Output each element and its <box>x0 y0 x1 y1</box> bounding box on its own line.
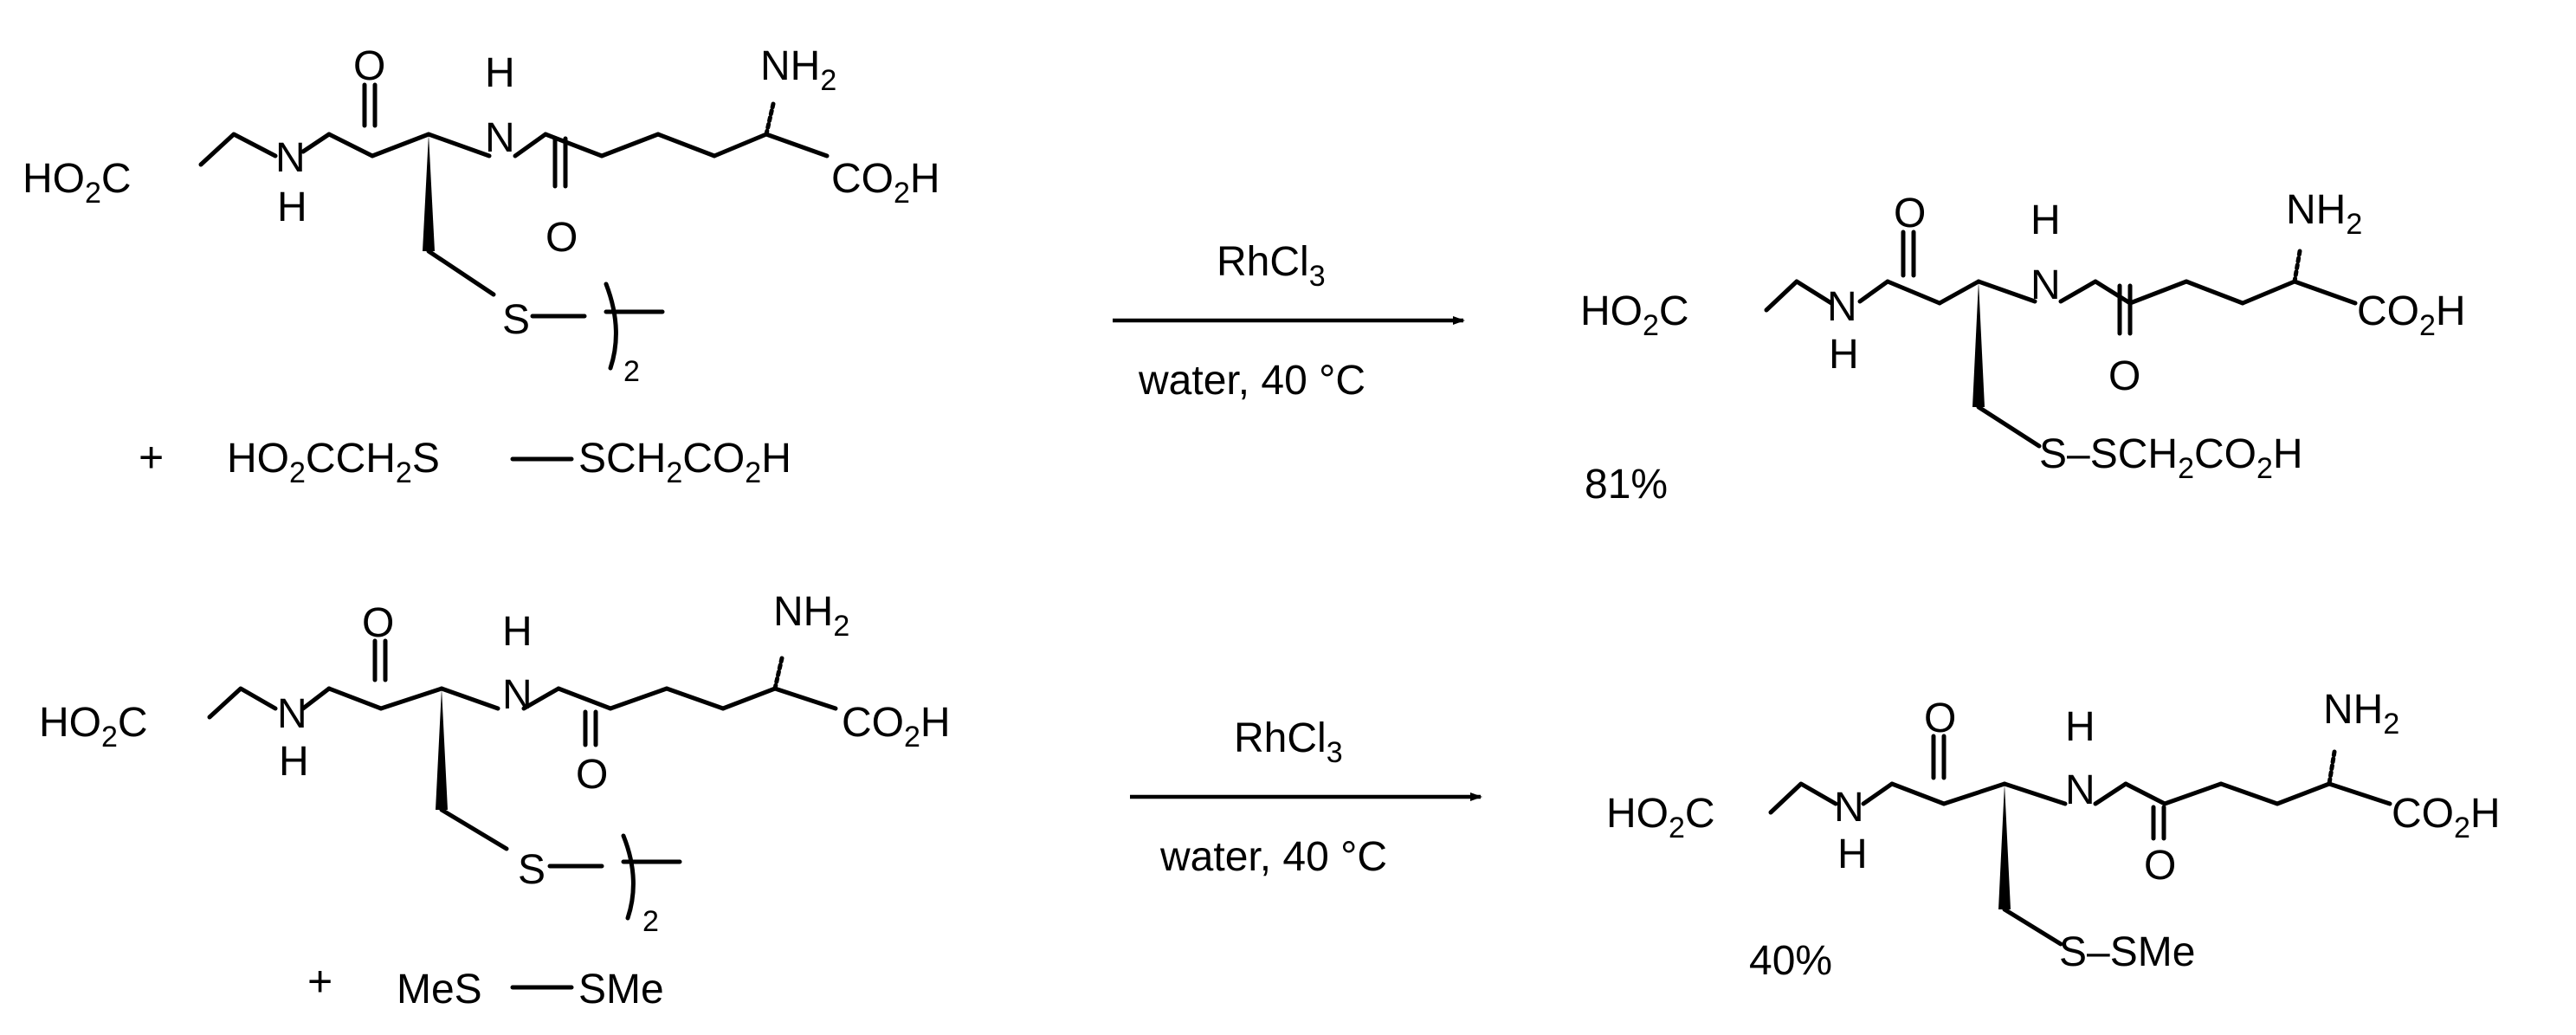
carbonyl-o-label: O <box>362 600 394 646</box>
nh-h-label: H <box>2065 704 2095 750</box>
nh-n-label: N <box>485 115 515 161</box>
carbonyl-o-label: O <box>1924 695 1956 741</box>
carbonyl-o-bottom-label: O <box>2144 843 2176 889</box>
reaction1-reactant2-disulfide: HO2CCH2S SCH2CO2H <box>227 436 791 489</box>
reagent-rhcl3: RhCl3 <box>1217 239 1326 293</box>
amide-h-label: H <box>279 739 309 785</box>
conditions-text: water, 40 °C <box>1138 358 1365 404</box>
carbonyl-o-bottom-label: O <box>546 215 578 261</box>
amide-n-label: N <box>275 135 306 181</box>
nh-h-label: H <box>2030 197 2061 243</box>
disulfide-chain-label: S–SCH2CO2H <box>2039 431 2303 485</box>
dimer-subscript: 2 <box>623 355 640 388</box>
co2h-label: CO2H <box>831 156 940 210</box>
reaction1-product: HO2C N H O H N O NH2 CO2H S–SCH2CO2H 81% <box>1580 187 2466 508</box>
ho2c-label: HO2C <box>39 700 148 754</box>
nh-n-label: N <box>2065 767 2095 813</box>
nh2-label: NH2 <box>773 589 849 643</box>
carbonyl-o-label: O <box>1894 191 1926 236</box>
wedge-bond <box>436 689 448 810</box>
wedge-bond <box>423 134 435 251</box>
amide-n-label: N <box>1834 785 1864 831</box>
nh2-label: NH2 <box>2286 187 2362 241</box>
sulfur-label: S <box>502 297 530 343</box>
plus-sign-2: + <box>307 957 332 1006</box>
conditions-text: water, 40 °C <box>1159 834 1387 880</box>
carbonyl-o-label: O <box>353 43 385 89</box>
amide-n-label: N <box>1827 284 1857 330</box>
amide-n-label: N <box>277 691 307 737</box>
disulfide-chain-label: S–SMe <box>2059 929 2195 975</box>
nh-h-label: H <box>485 50 515 96</box>
ho2c-label: HO2C <box>23 156 132 210</box>
ho2c-label: HO2C <box>1606 791 1715 844</box>
wedge-bond <box>1998 784 2011 909</box>
nh-n-label: N <box>502 672 533 718</box>
reagent-rhcl3: RhCl3 <box>1234 715 1343 769</box>
nh-n-label: N <box>2030 262 2061 308</box>
nh-h-label: H <box>502 609 533 655</box>
yield-label: 40% <box>1749 938 1832 984</box>
reaction2-arrow: RhCl3 water, 40 °C <box>1130 715 1482 880</box>
reagent-left-label: MeS <box>397 967 482 1012</box>
yield-label: 81% <box>1585 462 1668 508</box>
carbonyl-o-bottom-label: O <box>576 752 608 798</box>
reagent-right-label: SCH2CO2H <box>578 436 791 489</box>
nh2-label: NH2 <box>2323 687 2399 741</box>
reagent-right-label: SMe <box>578 967 664 1012</box>
reaction1-reactant1-glutathione-dimer: HO2C N H O H N O NH2 CO2H S 2 <box>23 43 940 388</box>
plus-sign-1: + <box>139 433 164 482</box>
nh2-label: NH2 <box>760 43 836 97</box>
reaction2-reactant2-dimethyl-disulfide: MeS SMe <box>397 967 664 1012</box>
amide-h-label: H <box>1837 831 1868 877</box>
co2h-label: CO2H <box>2392 791 2501 844</box>
sulfur-label: S <box>518 847 546 893</box>
amide-h-label: H <box>1829 332 1859 378</box>
co2h-label: CO2H <box>842 700 951 754</box>
reagent-left-label: HO2CCH2S <box>227 436 440 489</box>
dimer-subscript: 2 <box>642 905 659 938</box>
reaction2-reactant1-glutathione-dimer: HO2C N H O H N O NH2 CO2H S 2 <box>39 589 951 938</box>
wedge-bond <box>1972 281 1985 407</box>
reaction1-arrow: RhCl3 water, 40 °C <box>1113 239 1465 404</box>
amide-h-label: H <box>277 184 307 230</box>
co2h-label: CO2H <box>2357 288 2466 342</box>
carbonyl-o-bottom-label: O <box>2108 353 2140 399</box>
reaction2-product: HO2C N H O H N O NH2 CO2H S–SMe 40% <box>1606 687 2501 984</box>
ho2c-label: HO2C <box>1580 288 1689 342</box>
